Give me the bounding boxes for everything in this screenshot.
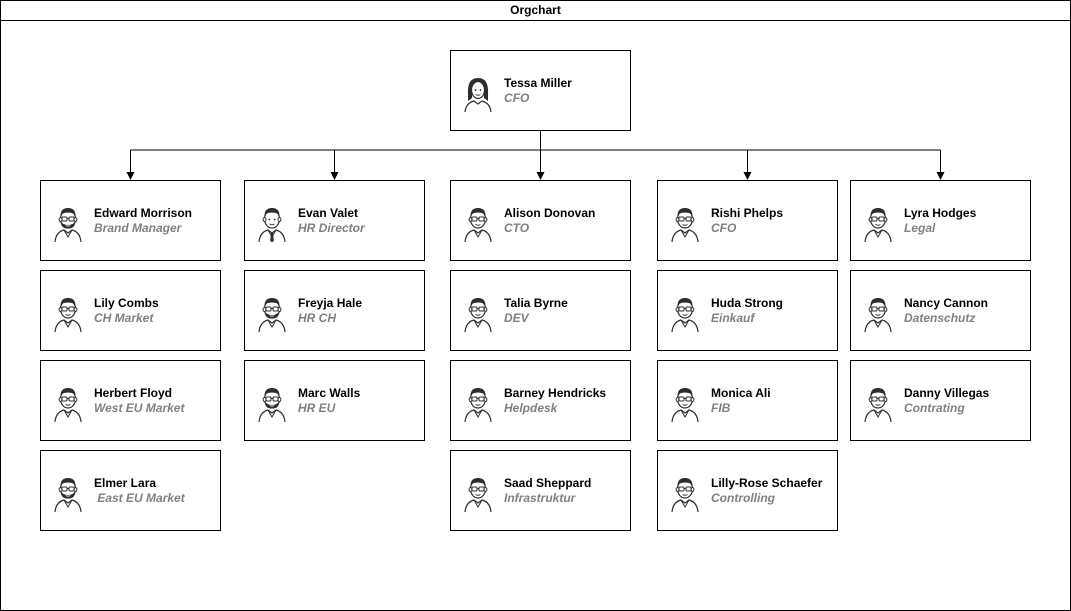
person-role: CH Market [94,311,154,325]
person-name: Monica Ali [711,386,771,400]
person-role: Brand Manager [94,221,182,235]
person-name: Elmer Lara [94,476,157,490]
person-role: Contrating [904,401,965,415]
person-name: Talia Byrne [504,296,568,310]
person-role: East EU Market [94,491,185,505]
man-glasses-icon [670,474,700,513]
person-role: HR Director [298,221,365,235]
person-role: Einkauf [711,311,755,325]
bearded-man-glasses-icon [257,384,287,423]
man-glasses-icon [53,294,83,333]
person-role: HR CH [298,311,336,325]
person-name: Lily Combs [94,296,159,310]
man-glasses-icon [863,294,893,333]
man-glasses-icon [463,474,493,513]
person-name: Barney Hendricks [504,386,607,400]
person-name: Freyja Hale [298,296,363,310]
man-glasses-icon [670,384,700,423]
person-name: Lilly-Rose Schaefer [711,476,823,490]
man-glasses-icon [463,294,493,333]
bearded-man-glasses-icon [257,294,287,333]
person-name: Marc Walls [298,386,361,400]
man-glasses-icon [463,384,493,423]
person-role: Datenschutz [904,311,976,325]
female-avatar-icon [463,74,493,113]
diagram-title: Orgchart [1,1,1070,21]
person-role: HR EU [298,401,336,415]
person-name: Lyra Hodges [904,206,977,220]
person-name: Rishi Phelps [711,206,784,220]
person-name: Edward Morrison [94,206,193,220]
man-glasses-icon [463,204,493,243]
man-glasses-icon [670,294,700,333]
person-role: CFO [711,221,737,235]
person-role: CTO [504,221,530,235]
person-role: CFO [504,91,530,105]
person-role: DEV [504,311,529,325]
person-name: Alison Donovan [504,206,596,220]
person-role: FIB [711,401,731,415]
person-role: Controlling [711,491,775,505]
person-role: West EU Market [94,401,185,415]
person-name: Saad Sheppard [504,476,592,490]
person-role: Infrastruktur [504,491,576,505]
person-name: Huda Strong [711,296,783,310]
bearded-man-glasses-icon [53,474,83,513]
person-role: Helpdesk [504,401,558,415]
man-glasses-icon [53,384,83,423]
man-glasses-icon [863,204,893,243]
man-tie-icon [257,204,287,243]
man-glasses-icon [670,204,700,243]
person-name: Nancy Cannon [904,296,989,310]
person-name: Tessa Miller [504,76,572,90]
person-name: Evan Valet [298,206,359,220]
org-card[interactable]: Elmer Lara East EU Market [40,450,221,531]
bearded-man-glasses-icon [53,204,83,243]
man-glasses-icon [863,384,893,423]
person-name: Danny Villegas [904,386,990,400]
person-name: Herbert Floyd [94,386,173,400]
person-role: Legal [904,221,936,235]
